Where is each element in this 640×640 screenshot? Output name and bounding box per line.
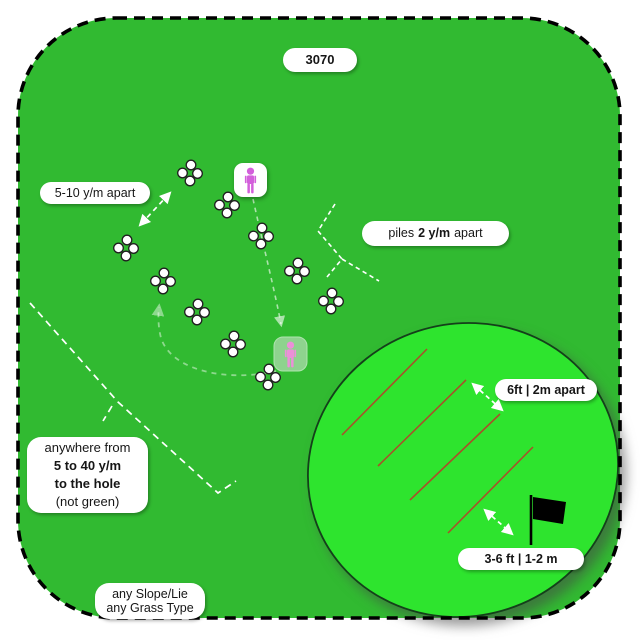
conditions-line1: any Slope/Lie: [112, 586, 188, 601]
slope-lines: [341, 348, 534, 534]
flag-distance-arrow: [483, 508, 514, 536]
conditions-label: any Slope/Lie any Grass Type: [95, 583, 205, 619]
pile-spacing-bracket: [317, 203, 380, 282]
golfer-start: [234, 163, 267, 197]
line-spacing-arrow: [471, 382, 504, 412]
pile-spacing-label: piles 2 y/m apart: [362, 221, 509, 246]
flag-distance-label: 3-6 ft | 1-2 m: [458, 548, 584, 570]
drill-number-badge: 3070: [283, 48, 357, 72]
line-spacing-text: 6ft | 2m apart: [507, 382, 585, 397]
drill-number: 3070: [305, 51, 335, 67]
return-path-arrow: [151, 303, 277, 377]
flag-icon: [529, 495, 566, 545]
row-spacing-arrow: [138, 191, 172, 227]
field-boundary: [16, 16, 622, 620]
row-spacing-text: 5-10 y/m apart: [54, 185, 136, 200]
hole-distance-line4: (not green): [55, 494, 120, 509]
golfer-target: [273, 336, 308, 372]
hole-distance-label: anywhere from 5 to 40 y/m to the hole (n…: [27, 437, 148, 513]
pile-spacing-value: 2 y/m: [418, 226, 451, 241]
hole-distance-line2: 5 to 40 y/m: [53, 458, 122, 473]
line-spacing-label: 6ft | 2m apart: [495, 379, 597, 401]
hole-distance-path: [29, 302, 237, 495]
pile-spacing-suffix: apart: [454, 226, 483, 241]
hole-distance-line3: to the hole: [54, 476, 121, 491]
conditions-line2: any Grass Type: [106, 601, 194, 615]
row-spacing-label: 5-10 y/m apart: [40, 182, 150, 204]
pile-spacing-prefix: piles: [388, 226, 415, 241]
flag-distance-text: 3-6 ft | 1-2 m: [484, 551, 558, 566]
hole-distance-line1: anywhere from: [44, 440, 131, 455]
